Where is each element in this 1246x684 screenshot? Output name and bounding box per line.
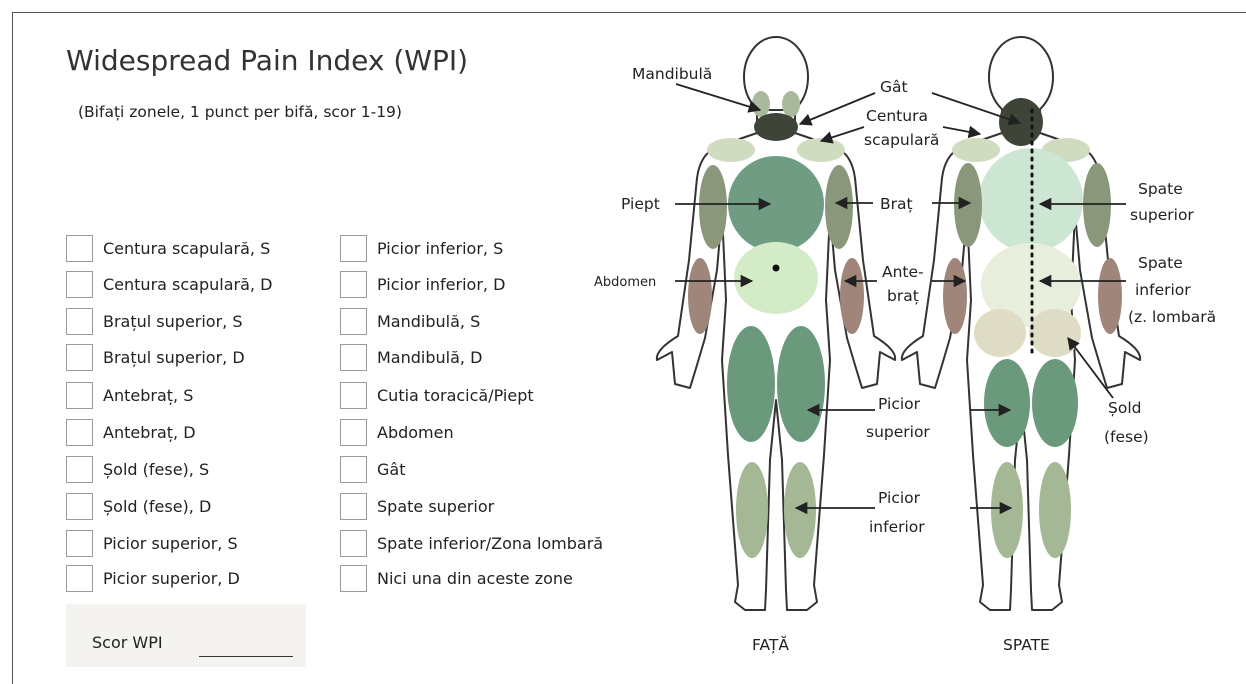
label-brat: Braț: [880, 195, 913, 213]
label-piept: Piept: [621, 195, 660, 213]
front-thigh-left: [727, 326, 775, 442]
front-forearm-right: [840, 258, 864, 334]
front-shoulder-right: [797, 138, 845, 162]
back-upperarm-right: [1083, 163, 1111, 247]
front-shoulder-left: [707, 138, 755, 162]
label-spate-superior-1: Spate: [1138, 180, 1183, 198]
back-lowerleg-left: [991, 462, 1023, 558]
front-mandible-left: [752, 91, 770, 117]
front-navel: [773, 265, 780, 272]
label-picior-inferior-2: inferior: [869, 518, 925, 536]
label-spate-inferior-2: inferior: [1135, 281, 1191, 299]
front-upperarm-right: [825, 165, 853, 249]
label-spate-superior-2: superior: [1130, 206, 1194, 224]
label-sold-2: (fese): [1104, 428, 1149, 446]
label-centura-1: Centura: [866, 107, 928, 125]
back-shoulder-left: [952, 138, 1000, 162]
label-antebrat-1: Ante-: [882, 263, 924, 281]
label-spate-inferior-1: Spate: [1138, 254, 1183, 272]
front-mandible-right: [782, 91, 800, 117]
front-neck-zone: [754, 113, 798, 141]
back-lowerleg-right: [1039, 462, 1071, 558]
front-lowerleg-right: [784, 462, 816, 558]
label-centura-2: scapulară: [864, 131, 939, 149]
back-hip-left: [974, 309, 1026, 357]
back-upperarm-left: [954, 163, 982, 247]
back-neck-zone: [999, 98, 1043, 146]
back-forearm-right: [1098, 258, 1122, 334]
front-lowerleg-left: [736, 462, 768, 558]
label-spate-inferior-3: (z. lombară: [1128, 308, 1216, 326]
label-front: FAȚĂ: [752, 635, 789, 654]
back-forearm-left: [943, 258, 967, 334]
label-sold-1: Șold: [1108, 399, 1141, 417]
label-abdomen: Abdomen: [594, 275, 656, 290]
back-thigh-right: [1032, 359, 1078, 447]
label-picior-superior-2: superior: [866, 423, 930, 441]
back-thigh-left: [984, 359, 1030, 447]
label-back: SPATE: [1003, 636, 1050, 654]
label-gat: Gât: [880, 78, 908, 96]
front-thigh-right: [777, 326, 825, 442]
front-abdomen-zone: [734, 242, 818, 314]
front-forearm-left: [688, 258, 712, 334]
label-antebrat-2: braț: [887, 287, 919, 305]
label-mandibula: Mandibulă: [632, 65, 712, 83]
label-picior-superior-1: Picior: [878, 395, 921, 413]
back-hip-right: [1029, 309, 1081, 357]
front-upperarm-left: [699, 165, 727, 249]
label-picior-inferior-1: Picior: [878, 489, 921, 507]
